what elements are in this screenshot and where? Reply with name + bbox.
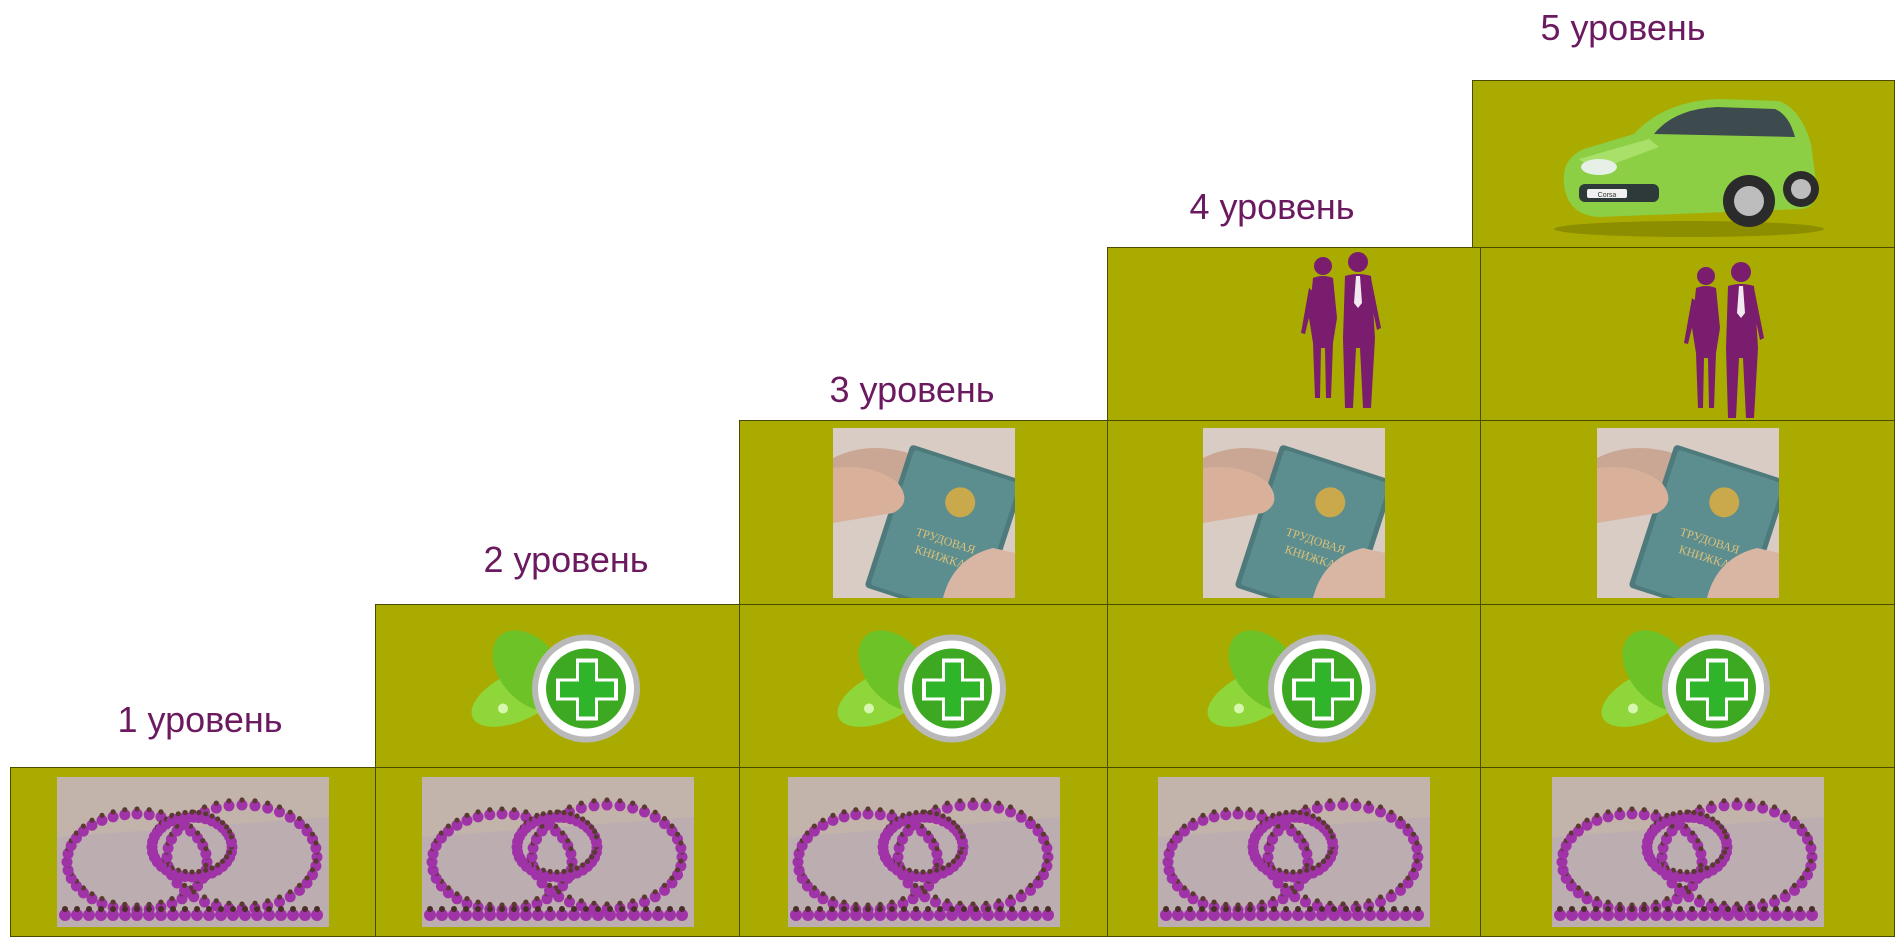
row5-col5-block: Corsa [1472,80,1895,248]
crowd-photo [1552,777,1824,927]
crowd-photo [1158,777,1430,927]
row3-col5-block: ТРУДОВАЯ КНИЖКА [1480,420,1895,605]
row1-col3-block [739,767,1108,937]
business-people-icon [1676,258,1776,423]
row1-col2-block [375,767,740,937]
level-4-label: 4 уровень [1189,187,1354,227]
row2-col4-block [1107,604,1481,768]
crowd-photo [57,777,329,927]
row2-col3-block [739,604,1108,768]
crowd-photo [788,777,1060,927]
health-plus-icon [458,619,658,754]
level-2-label: 2 уровень [483,540,648,580]
health-plus-icon [824,619,1024,754]
row3-col4-block: ТРУДОВАЯ КНИЖКА [1107,420,1481,605]
row1-col1-block [10,767,376,937]
health-plus-icon [1194,619,1394,754]
row2-col5-block [1480,604,1895,768]
business-people-icon [1293,248,1393,413]
row1-col4-block [1107,767,1481,937]
level-5-label: 5 уровень [1540,8,1705,48]
workbook-photo: ТРУДОВАЯ КНИЖКА [1203,428,1385,598]
workbook-photo: ТРУДОВАЯ КНИЖКА [1597,428,1779,598]
workbook-photo: ТРУДОВАЯ КНИЖКА [833,428,1015,598]
crowd-photo [422,777,694,927]
level-3-label: 3 уровень [829,370,994,410]
row4-col5-block [1480,247,1895,421]
row1-col5-block [1480,767,1895,937]
row4-col4-block [1107,247,1481,421]
level-1-label: 1 уровень [117,700,282,740]
svg-text:Corsa: Corsa [1597,192,1616,199]
row3-col3-block: ТРУДОВАЯ КНИЖКА [739,420,1108,605]
car-photo: Corsa [1539,89,1829,239]
health-plus-icon [1588,619,1788,754]
row2-col2-block [375,604,740,768]
